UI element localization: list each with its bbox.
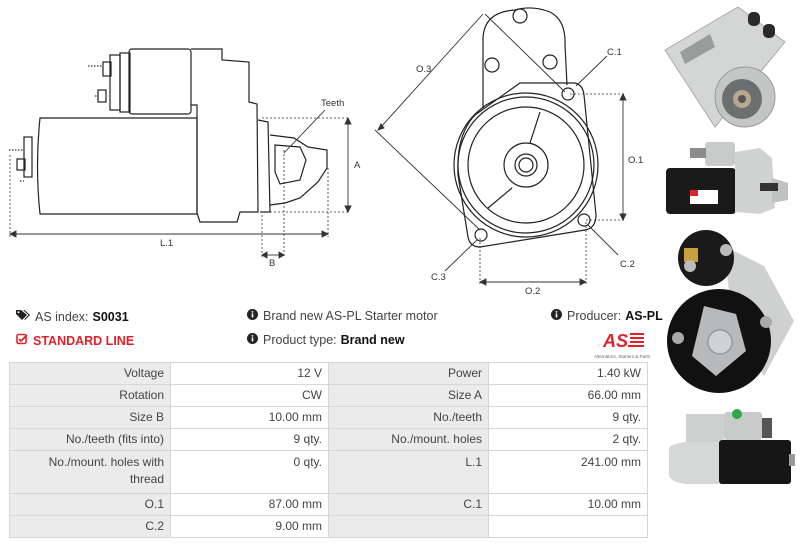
product-type: Product type: Brand new (247, 333, 405, 347)
spec-label: Rotation (9, 384, 171, 407)
spec-value: 9 qty. (488, 406, 648, 429)
spec-label (328, 515, 489, 538)
spec-value: 1.40 kW (488, 362, 648, 385)
spec-value: 9 qty. (170, 428, 329, 451)
description-text: Brand new AS-PL Starter motor (263, 309, 438, 323)
spec-value: 2 qty. (488, 428, 648, 451)
svg-text:O.2: O.2 (525, 286, 540, 297)
spec-label: No./mount. holes with thread (9, 450, 171, 494)
table-row: Rotation CW Size A 66.00 mm (9, 384, 648, 407)
info-icon (247, 333, 258, 347)
table-row: C.2 9.00 mm (9, 515, 648, 538)
standard-line: STANDARD LINE (16, 333, 134, 348)
logo-tagline: Alternators, Starters & Parts (593, 354, 650, 359)
spec-value: 0 qty. (170, 450, 329, 494)
spec-label: No./mount. holes (328, 428, 489, 451)
table-row: O.1 87.00 mm C.1 10.00 mm (9, 493, 648, 516)
info-icon (247, 309, 258, 323)
svg-text:B: B (269, 258, 275, 269)
description: Brand new AS-PL Starter motor (247, 309, 438, 323)
svg-text:O.3: O.3 (416, 64, 431, 75)
svg-text:L.1: L.1 (160, 238, 173, 249)
info-icon (551, 309, 562, 323)
spec-label: No./teeth (fits into) (9, 428, 171, 451)
as-index-value: S0031 (92, 309, 129, 324)
spec-label: Power (328, 362, 489, 385)
table-row: Size B 10.00 mm No./teeth 9 qty. (9, 406, 648, 429)
producer-value: AS-PL (625, 309, 663, 323)
producer-label: Producer: (567, 309, 622, 323)
front-view-diagram: O.3 C.1 O.1 C.2 C.3 O.2 (374, 7, 643, 297)
spec-value: 12 V (170, 362, 329, 385)
as-pl-logo: AS Alternators, Starters & Parts (586, 330, 650, 359)
spec-label: Voltage (9, 362, 171, 385)
spec-value: CW (170, 384, 329, 407)
spec-value: 10.00 mm (170, 406, 329, 429)
producer: Producer: AS-PL (551, 309, 663, 323)
as-index: AS index: S0031 (16, 309, 129, 324)
product-type-value: Brand new (340, 333, 405, 347)
table-row: Voltage 12 V Power 1.40 kW (9, 362, 648, 385)
product-type-label: Product type: (263, 333, 337, 347)
table-row: No./mount. holes with thread 0 qty. L.1 … (9, 450, 648, 494)
spec-value: 87.00 mm (170, 493, 329, 516)
spec-value (488, 515, 648, 538)
tags-icon (16, 309, 30, 324)
table-row: No./teeth (fits into) 9 qty. No./mount. … (9, 428, 648, 451)
spec-value: 241.00 mm (488, 450, 648, 494)
photo-rear-end (667, 230, 794, 393)
checkbox-checked-icon (16, 333, 28, 348)
svg-text:O.1: O.1 (628, 155, 643, 166)
spec-label: C.2 (9, 515, 171, 538)
spec-value: 66.00 mm (488, 384, 648, 407)
spec-value: 10.00 mm (488, 493, 648, 516)
svg-text:A: A (354, 160, 361, 171)
side-view-diagram: Teeth A L.1 B (8, 48, 361, 269)
photo-side-right (669, 409, 795, 484)
spec-label: O.1 (9, 493, 171, 516)
spec-value: 9.00 mm (170, 515, 329, 538)
as-pl-logo-mark: AS (602, 331, 644, 351)
svg-text:C.3: C.3 (431, 272, 446, 283)
spec-label: L.1 (328, 450, 489, 494)
specs-table: Voltage 12 V Power 1.40 kW Rotation CW S… (9, 362, 648, 538)
svg-text:Teeth: Teeth (321, 98, 344, 109)
spec-label: Size B (9, 406, 171, 429)
svg-text:AS: AS (602, 331, 628, 350)
photo-front-flange (664, 6, 786, 128)
spec-label: No./teeth (328, 406, 489, 429)
as-index-label: AS index: (35, 309, 89, 324)
svg-text:C.1: C.1 (607, 47, 622, 58)
spec-label: C.1 (328, 493, 489, 516)
spec-label: Size A (328, 384, 489, 407)
svg-text:C.2: C.2 (620, 259, 635, 270)
standard-line-label: STANDARD LINE (33, 333, 135, 348)
photo-side-left (666, 142, 788, 214)
